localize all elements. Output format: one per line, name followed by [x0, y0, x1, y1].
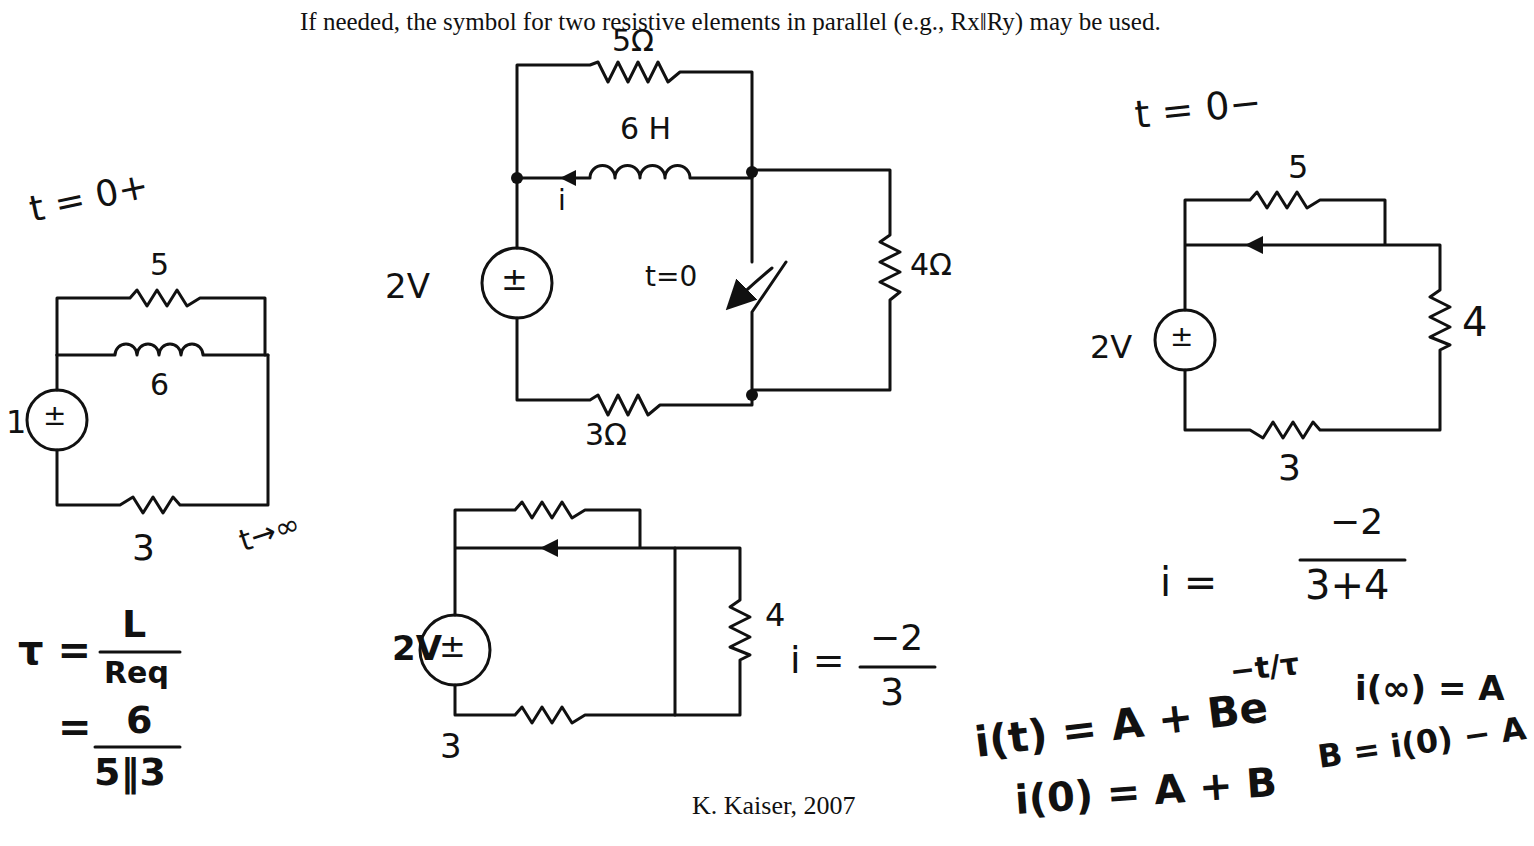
inductor-symbol	[57, 344, 268, 355]
resistor-value: 4	[1462, 300, 1487, 344]
current-label: i	[558, 186, 566, 217]
current-arrow	[560, 170, 576, 186]
formula: i(t) = A + Be	[972, 684, 1270, 766]
resistor-value: 5	[150, 248, 169, 281]
formula: −2	[1330, 502, 1383, 542]
switch-time: t=0	[645, 262, 697, 293]
author-credit: K. Kaiser, 2007	[692, 792, 856, 821]
source-value: 2V	[1090, 330, 1132, 365]
resistor-value: 4Ω	[910, 248, 952, 281]
resistor-value: 4	[765, 598, 785, 633]
resistor-value: 3	[440, 728, 462, 765]
junction-dot	[746, 389, 758, 401]
formula: Req	[104, 656, 169, 689]
resistor-value: 5	[1288, 150, 1308, 185]
formula: L	[122, 604, 146, 646]
formula: i(∞) = A	[1355, 670, 1505, 707]
voltage-source	[1155, 310, 1215, 370]
source-polarity: ±	[43, 401, 66, 432]
formula: 3	[880, 672, 904, 714]
resistor-value: 3	[132, 528, 155, 568]
junction-dot	[746, 166, 758, 178]
source-polarity: ±	[1170, 322, 1193, 353]
formula: =	[58, 705, 92, 749]
resistor-symbol	[752, 170, 900, 390]
formula: τ =	[18, 628, 91, 672]
wire	[57, 290, 265, 355]
source-polarity: ±	[439, 629, 466, 664]
wire	[517, 178, 752, 415]
voltage-source	[27, 390, 87, 450]
formula: i(0) = A + B	[1013, 760, 1278, 822]
resistor-value: 3Ω	[585, 418, 627, 451]
inductor-symbol	[517, 166, 752, 179]
wire	[57, 355, 268, 513]
formula: −2	[870, 618, 923, 658]
formula: i =	[1160, 560, 1217, 604]
time-label: t→∞	[235, 507, 304, 558]
wire	[455, 502, 675, 723]
source-polarity: ±	[501, 262, 528, 297]
resistor-symbol	[675, 548, 750, 715]
source-value: 1	[6, 405, 26, 440]
formula: 6	[126, 700, 152, 742]
formula: i =	[790, 640, 844, 682]
time-label: t = 0+	[26, 165, 152, 229]
current-arrow	[1245, 236, 1263, 254]
current-arrow	[540, 539, 558, 557]
source-value: 2V	[392, 630, 442, 667]
junction-dot	[511, 172, 523, 184]
voltage-source	[482, 248, 552, 318]
inductor-value: 6 H	[620, 112, 671, 145]
switch-arrow	[730, 268, 772, 306]
wire	[1185, 192, 1450, 438]
formula: B = i(0) − A	[1315, 711, 1528, 775]
instruction-text: If needed, the symbol for two resistive …	[300, 2, 1300, 42]
time-label: t = 0−	[1133, 82, 1264, 137]
wire	[517, 62, 752, 178]
formula: 5‖3	[94, 752, 166, 794]
resistor-value: 5Ω	[612, 24, 654, 57]
formula: −t/τ	[1228, 647, 1301, 688]
resistor-value: 3	[1278, 448, 1301, 488]
inductor-value: 6	[150, 368, 169, 401]
source-value: 2V	[385, 268, 430, 305]
formula: 3+4	[1305, 563, 1389, 607]
